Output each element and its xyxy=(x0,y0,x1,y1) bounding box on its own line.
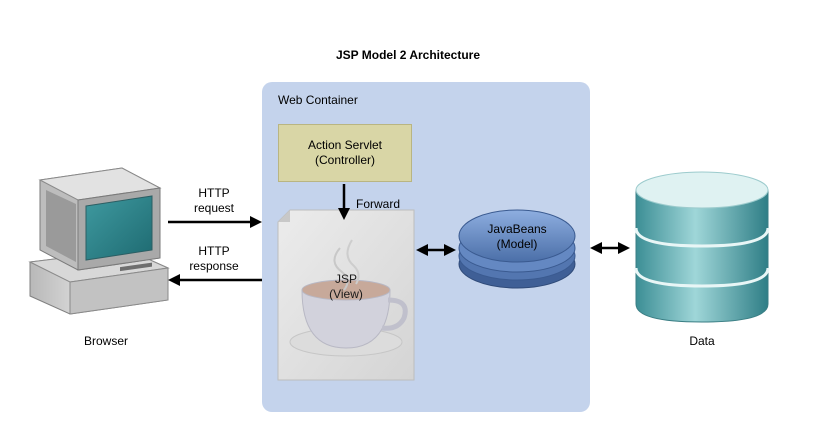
browser-computer-icon xyxy=(28,167,170,315)
model-label: JavaBeans (Model) xyxy=(477,222,557,252)
controller-line2: (Controller) xyxy=(314,153,375,167)
forward-arrow xyxy=(338,184,350,220)
http-request-line1: HTTP xyxy=(198,186,230,200)
http-response-line2: response xyxy=(189,259,239,273)
web-container-label: Web Container xyxy=(278,93,358,107)
view-model-arrow xyxy=(416,244,456,256)
controller-line1: Action Servlet xyxy=(307,138,383,152)
jsp-view-page-icon xyxy=(277,209,415,381)
view-line2: (View) xyxy=(329,287,363,301)
model-data-arrow xyxy=(590,242,630,254)
forward-label: Forward xyxy=(356,197,401,211)
http-response-arrow xyxy=(168,274,262,286)
http-request-label: HTTP request xyxy=(182,186,246,216)
view-line1: JSP xyxy=(334,272,357,286)
data-label: Data xyxy=(689,334,715,348)
diagram-title: JSP Model 2 Architecture xyxy=(335,48,481,62)
http-response-label: HTTP response xyxy=(180,244,248,274)
http-request-line2: request xyxy=(193,201,235,215)
http-request-arrow xyxy=(168,216,262,228)
browser-label: Browser xyxy=(84,334,128,348)
view-label: JSP (View) xyxy=(316,272,376,302)
model-line1: JavaBeans xyxy=(487,222,547,236)
javabeans-model-icon xyxy=(458,209,576,289)
model-line2: (Model) xyxy=(496,237,538,251)
data-database-icon xyxy=(634,171,770,323)
action-servlet-controller-box: Action Servlet (Controller) xyxy=(278,124,412,182)
http-response-line1: HTTP xyxy=(198,244,230,258)
